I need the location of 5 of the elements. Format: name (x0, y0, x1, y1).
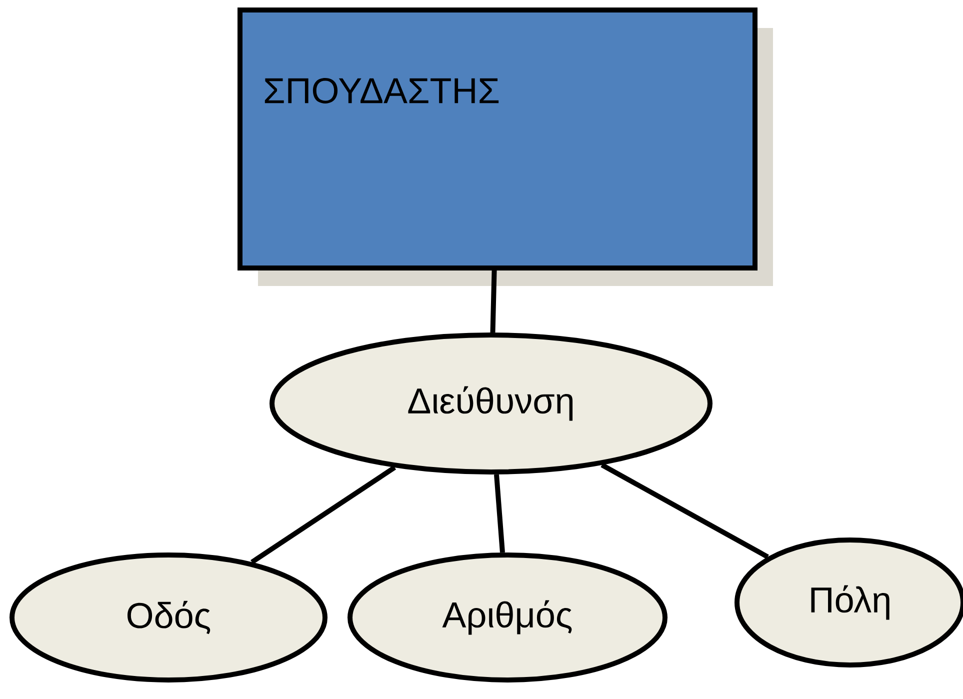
connector-line (494, 474, 505, 553)
connector-line (600, 462, 769, 560)
connector-line (250, 465, 396, 564)
connector-line (490, 270, 497, 333)
entity-box: ΣΠΟΥΔΑΣΤΗΣ (238, 8, 773, 286)
